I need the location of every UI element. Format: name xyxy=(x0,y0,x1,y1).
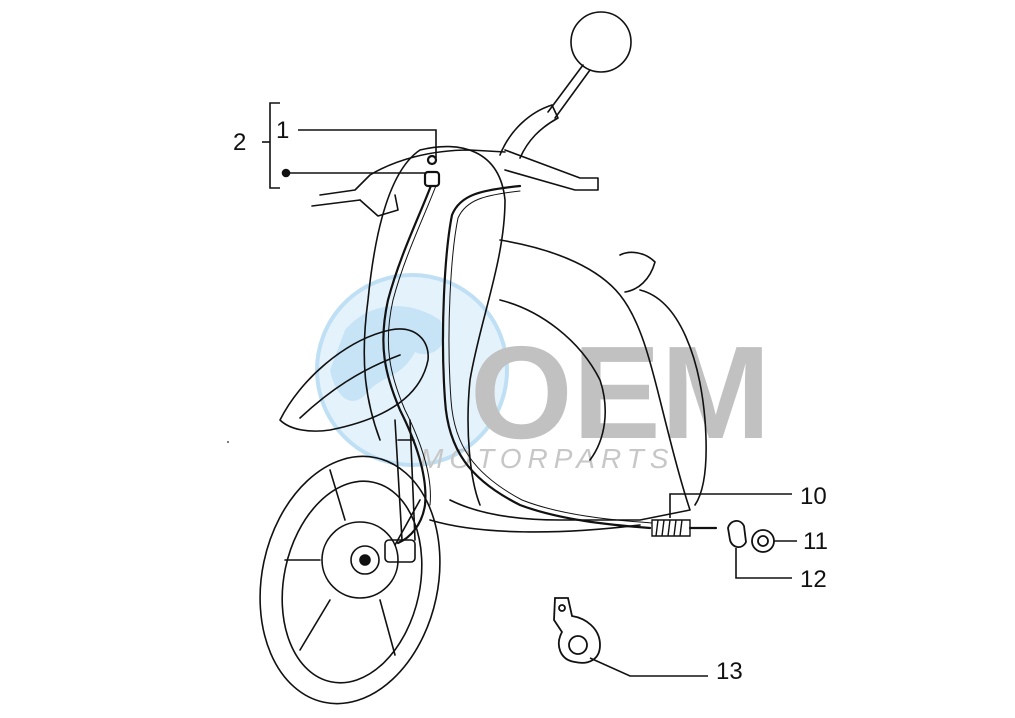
watermark: OEM MOTORPARTS xyxy=(315,273,771,474)
rear-brake-cable-inner xyxy=(448,190,653,524)
part-11-nut-hole xyxy=(757,535,769,547)
front-tire-inner xyxy=(281,480,423,684)
front-tire-outer xyxy=(259,455,441,705)
brake-disc xyxy=(321,521,399,599)
front-brake-cable xyxy=(382,181,434,545)
leader-10 xyxy=(669,493,792,518)
fender-ridge xyxy=(299,354,401,419)
cable-adjuster-top xyxy=(423,170,441,188)
leader-13 xyxy=(589,657,708,677)
part-13-bracket-mount xyxy=(558,604,566,612)
callout-13: 13 xyxy=(716,658,743,685)
cable-spring xyxy=(651,519,691,537)
scooter-body xyxy=(449,239,691,521)
floorboard xyxy=(429,519,641,533)
watermark-globe-land xyxy=(330,306,445,401)
wheel-axle xyxy=(359,554,371,566)
brake-lever-left xyxy=(359,194,399,217)
wheel-hub xyxy=(350,545,380,575)
stray-mark xyxy=(227,441,229,443)
front-fender xyxy=(279,328,429,432)
leader-lines xyxy=(262,102,797,677)
leader-12 xyxy=(735,548,792,579)
callout-12: 12 xyxy=(800,566,827,593)
front-shield xyxy=(363,145,506,506)
front-fork xyxy=(394,419,416,541)
callout-10: 10 xyxy=(800,483,827,510)
rear-brake-cable xyxy=(441,184,652,530)
watermark-brand: OEM xyxy=(470,319,771,466)
front-brake-cable-inner xyxy=(387,182,438,506)
part-13-bracket-hole xyxy=(568,635,588,655)
watermark-subtitle: MOTORPARTS xyxy=(420,443,674,474)
handlebar-right xyxy=(504,149,599,191)
mirror-head xyxy=(570,11,632,73)
seat-hook xyxy=(619,251,656,293)
handlebar-head xyxy=(499,104,559,159)
cable-nipple xyxy=(426,154,438,166)
seat-rear xyxy=(639,289,707,506)
leader-1 xyxy=(298,129,437,158)
handlebar-left xyxy=(311,149,506,207)
body-inner-curve xyxy=(499,299,606,461)
leader-2b-dot xyxy=(281,168,291,178)
mirror-stem xyxy=(547,64,591,119)
callout-2: 2 xyxy=(233,129,246,156)
wheel-spokes xyxy=(284,469,421,656)
group-2-bracket xyxy=(269,102,280,189)
callout-11: 11 xyxy=(803,528,828,555)
brake-caliper xyxy=(384,539,416,563)
part-12-barrel xyxy=(727,520,747,548)
scooter-drawing xyxy=(259,11,707,705)
part-13-bracket xyxy=(553,597,601,664)
small-parts xyxy=(553,520,775,664)
cables xyxy=(382,154,718,545)
callout-labels: 1 2 10 11 12 13 xyxy=(233,117,828,685)
callout-1: 1 xyxy=(276,117,289,144)
